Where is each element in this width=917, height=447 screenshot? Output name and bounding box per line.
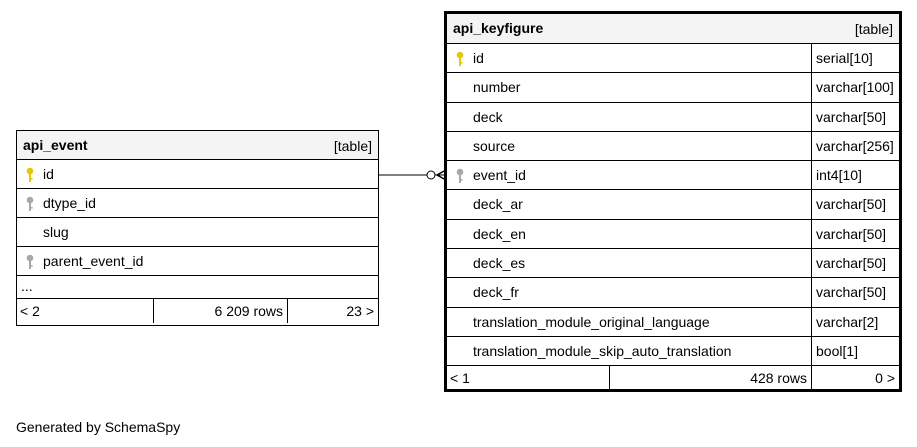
primary-key-icon: [26, 167, 34, 182]
row-count: 428 rows: [609, 366, 811, 392]
column-row-deck-fr[interactable]: deck_fr varchar[50]: [447, 278, 899, 308]
column-name: deck_en: [473, 225, 526, 242]
more-columns-row: ...: [17, 276, 378, 299]
column-name: deck_ar: [473, 196, 523, 213]
column-type: varchar[100]: [811, 73, 894, 102]
table-kind: [table]: [333, 138, 372, 154]
column-name: deck: [473, 108, 503, 125]
table-header: api_keyfigure [table]: [447, 14, 899, 44]
column-name: deck_fr: [473, 284, 519, 301]
foreign-key-icon: [26, 254, 34, 269]
column-row-deck-en[interactable]: deck_en varchar[50]: [447, 219, 899, 250]
column-row-source[interactable]: source varchar[256]: [447, 131, 899, 162]
column-row-id[interactable]: id serial[10]: [447, 44, 899, 74]
column-type: varchar[50]: [811, 219, 886, 249]
table-name: api_keyfigure: [453, 20, 544, 36]
column-type: varchar[50]: [811, 249, 886, 278]
table-footer: < 1 428 rows 0 >: [447, 366, 899, 392]
column-name: deck_es: [473, 255, 526, 272]
table-kind: [table]: [854, 21, 893, 37]
primary-key-icon: [456, 51, 464, 66]
foreign-key-icon: [26, 196, 34, 211]
column-name: event_id: [473, 167, 526, 184]
column-row-slug[interactable]: slug: [17, 218, 378, 247]
table-footer: < 2 6 209 rows 23 >: [17, 299, 378, 323]
column-name: dtype_id: [43, 195, 96, 211]
generated-by-label: Generated by SchemaSpy: [16, 419, 181, 435]
column-name: number: [473, 79, 521, 96]
column-type: bool[1]: [811, 336, 858, 366]
column-type: varchar[50]: [811, 190, 886, 219]
crowsfoot-optional-marker: [426, 170, 436, 180]
column-row-deck-ar[interactable]: deck_ar varchar[50]: [447, 190, 899, 220]
column-row-event-id[interactable]: event_id int4[10]: [447, 161, 899, 191]
column-name: source: [473, 137, 516, 154]
column-type: varchar[256]: [811, 131, 894, 161]
column-type: serial[10]: [811, 44, 873, 73]
parents-count[interactable]: < 2: [20, 303, 40, 319]
column-type: varchar[50]: [811, 278, 886, 307]
table-header: api_event [table]: [17, 131, 378, 160]
column-type: int4[10]: [811, 161, 862, 190]
row-count: 6 209 rows: [153, 299, 287, 323]
column-name: translation_module_original_language: [473, 313, 710, 330]
column-type: varchar[50]: [811, 102, 886, 131]
foreign-key-icon: [456, 168, 464, 184]
ellipsis: ...: [21, 278, 33, 294]
column-row-parent-event-id[interactable]: parent_event_id: [17, 247, 378, 276]
column-row-translation-module-original-language[interactable]: translation_module_original_language varc…: [447, 307, 899, 337]
table-name: api_event: [23, 137, 88, 153]
column-row-number[interactable]: number varchar[100]: [447, 73, 899, 103]
column-type: varchar[2]: [811, 307, 878, 336]
column-row-id[interactable]: id: [17, 160, 378, 189]
column-name: parent_event_id: [43, 253, 144, 269]
children-count[interactable]: 23 >: [287, 299, 378, 323]
column-name: id: [43, 166, 54, 182]
column-name: translation_module_skip_auto_translation: [473, 342, 732, 359]
children-count[interactable]: 0 >: [811, 366, 899, 392]
column-row-deck[interactable]: deck varchar[50]: [447, 102, 899, 132]
column-row-translation-module-skip-auto-translation[interactable]: translation_module_skip_auto_translation…: [447, 336, 899, 367]
column-list: id serial[10] number varchar[100] deck varcha…: [447, 44, 899, 367]
column-name: slug: [43, 224, 69, 240]
column-name: id: [473, 50, 484, 66]
column-row-dtype-id[interactable]: dtype_id: [17, 189, 378, 218]
parents-count[interactable]: < 1: [450, 370, 470, 387]
column-row-deck-es[interactable]: deck_es varchar[50]: [447, 249, 899, 279]
